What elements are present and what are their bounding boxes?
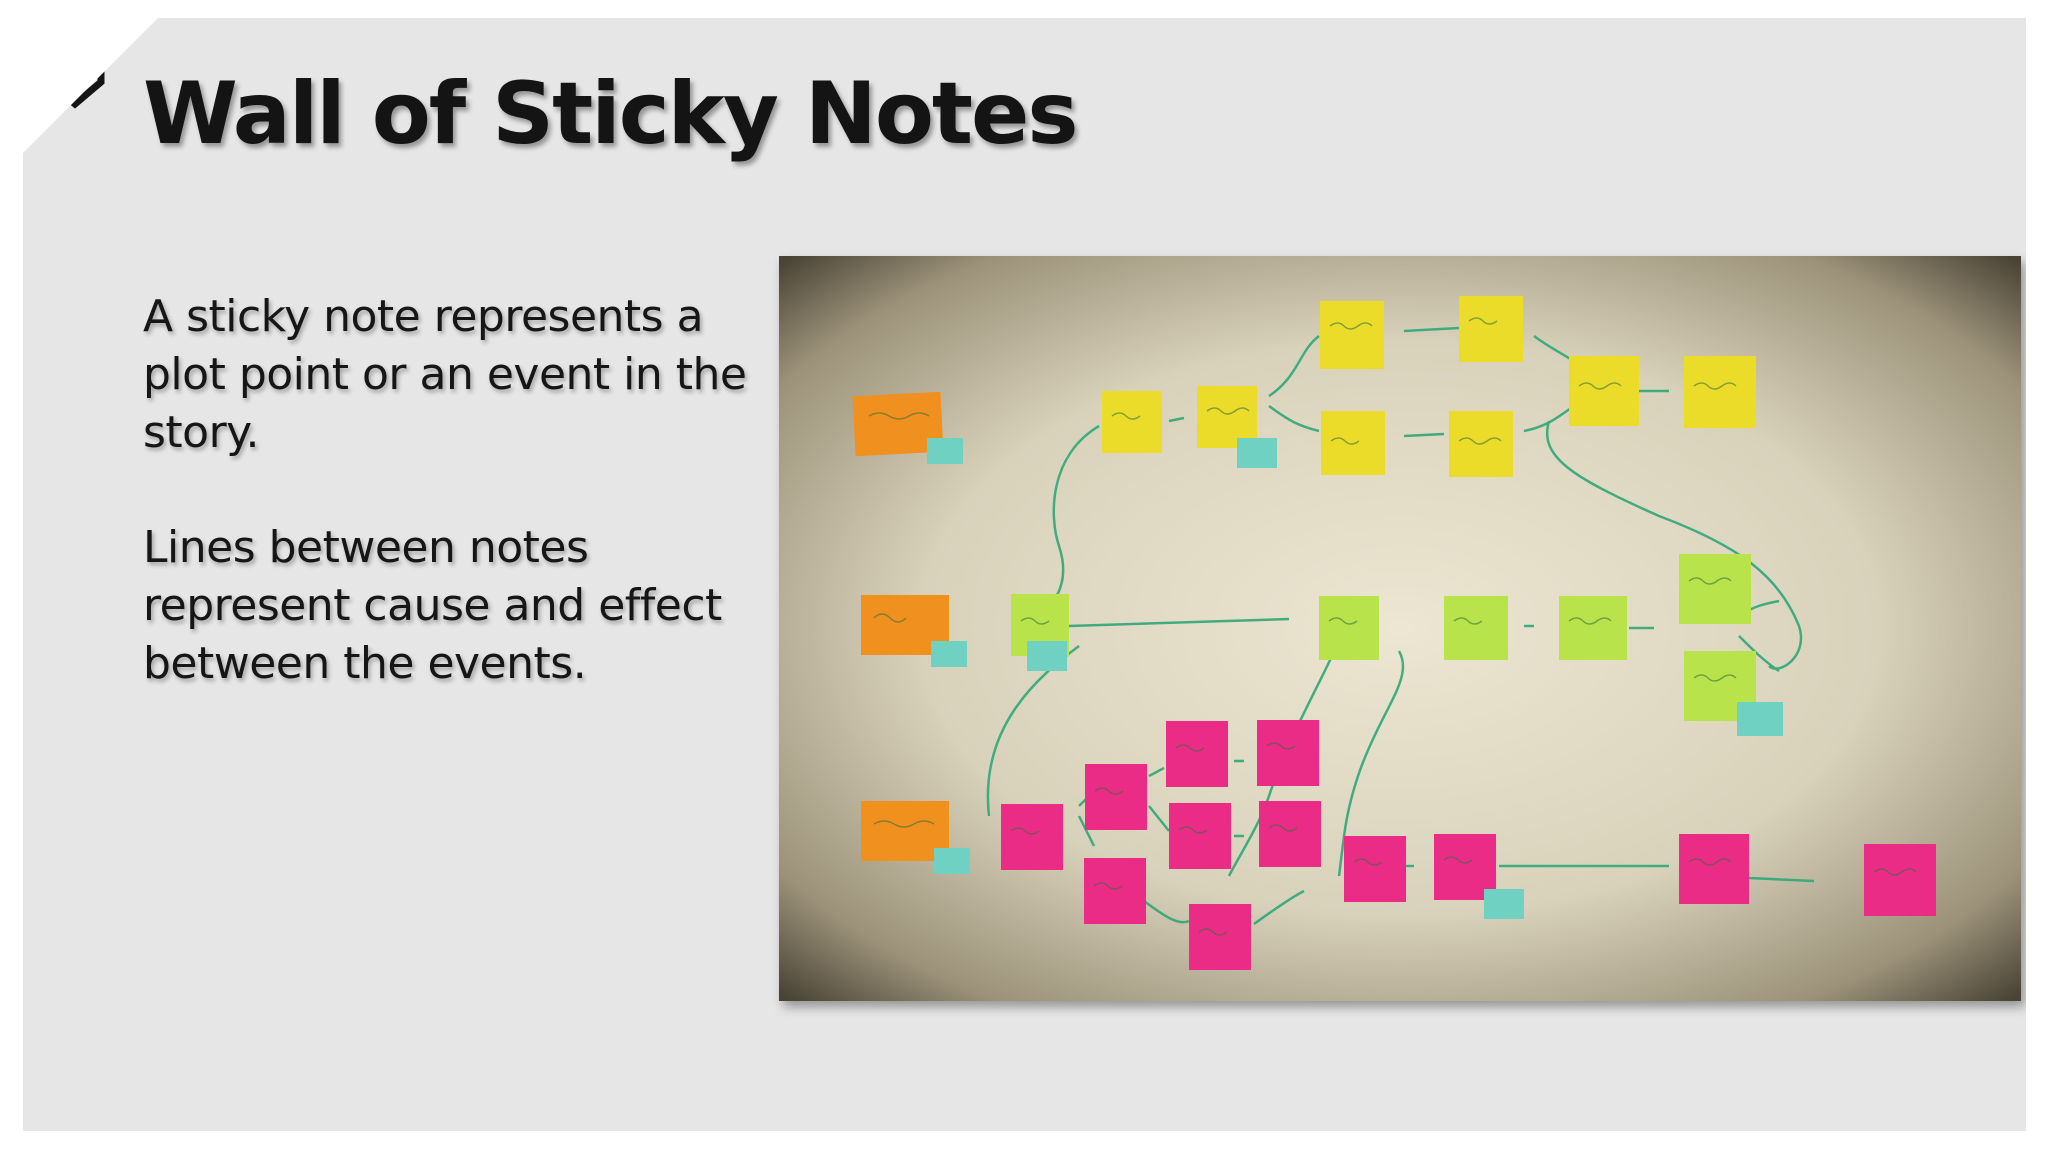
note-pink [1189, 904, 1251, 970]
note-yellow [1320, 301, 1384, 369]
note-pink [1085, 764, 1147, 830]
paragraph-lines: Lines between notes represent cause and … [143, 522, 722, 689]
note-orange [852, 391, 944, 457]
note-teal [934, 848, 970, 874]
note-yellow [1321, 411, 1385, 475]
note-pink [1344, 836, 1406, 902]
note-pink [1084, 858, 1146, 924]
chevron-shield-logo-icon [45, 34, 105, 109]
slide-title: Wall of Sticky Notes [143, 64, 1079, 164]
sticky-notes [852, 296, 1936, 970]
note-pink [1001, 804, 1063, 870]
note-yellow [1102, 391, 1162, 453]
note-pink [1679, 834, 1749, 904]
note-pink [1166, 721, 1228, 787]
slide-body: A sticky note represents a plot point or… [143, 288, 763, 750]
note-yellow [1569, 356, 1639, 426]
note-pink [1257, 720, 1319, 786]
note-teal [927, 438, 963, 464]
note-lime [1559, 596, 1627, 660]
note-teal [1484, 889, 1524, 919]
note-lime [1319, 596, 1379, 660]
sticky-note-wall-photo [779, 256, 2021, 1001]
note-teal [1737, 702, 1783, 736]
note-yellow [1684, 356, 1756, 428]
slide-background: Wall of Sticky Notes A sticky note repre… [23, 18, 2026, 1131]
note-yellow [1197, 386, 1257, 448]
note-lime [1679, 554, 1751, 624]
note-pink [1259, 801, 1321, 867]
handwriting-scribbles [868, 317, 1917, 936]
paragraph-sticky-note: A sticky note represents a plot point or… [143, 291, 747, 458]
note-teal [1027, 641, 1067, 671]
note-pink [1864, 844, 1936, 916]
note-pink [1169, 803, 1231, 869]
note-teal [931, 641, 967, 667]
note-yellow [1459, 296, 1523, 362]
note-teal [1237, 438, 1277, 468]
note-lime [1444, 596, 1508, 660]
